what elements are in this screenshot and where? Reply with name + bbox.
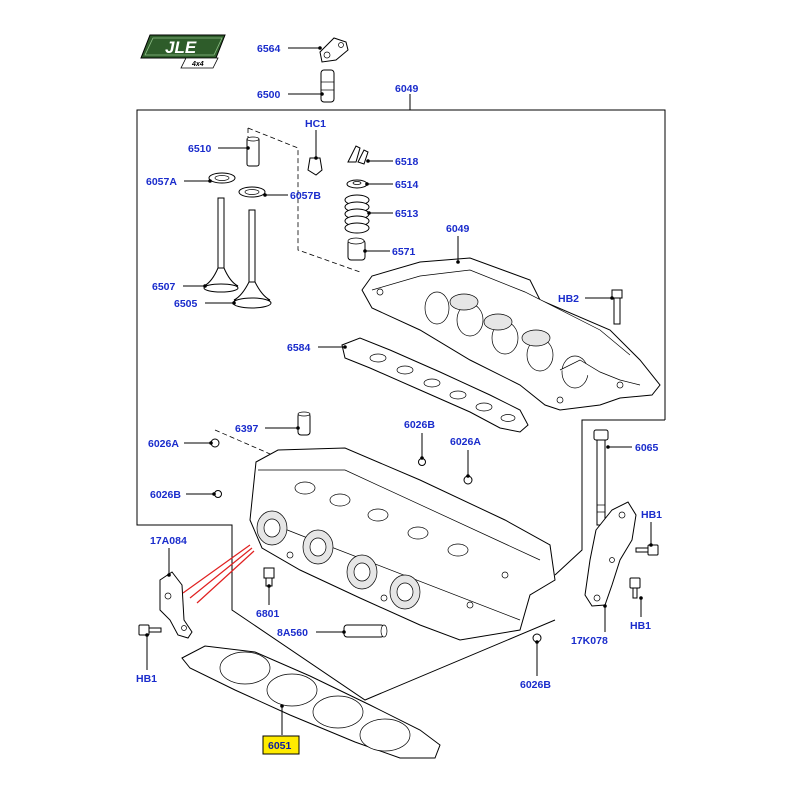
valve-seal-6057b (238, 186, 266, 198)
valve-stem-seal-6510 (246, 136, 260, 167)
dowel-6397 (297, 411, 311, 436)
label-6026b-top: 6026B (404, 419, 435, 431)
label-6026b-bottom: 6026B (520, 679, 551, 691)
label-6518: 6518 (395, 156, 419, 168)
bracket-17k078 (584, 501, 637, 607)
camshaft-carrier-6049 (361, 257, 661, 411)
part-labels: 6564 6500 6049 HC1 6510 6518 6057A 6514 … (136, 43, 662, 755)
label-6513: 6513 (395, 208, 419, 220)
label-6049-top: 6049 (395, 83, 419, 95)
label-6026b-left: 6026B (150, 489, 181, 501)
label-6514: 6514 (395, 179, 419, 191)
label-hb1-left: HB1 (136, 673, 157, 685)
bolt-hb1-left (138, 624, 162, 636)
logo-sub: 4x4 (191, 61, 204, 68)
logo-brand: JLE (165, 38, 197, 57)
bolt-hb2 (611, 289, 623, 325)
cam-carrier-gasket-6584 (341, 337, 529, 433)
label-hb1-upper-right: HB1 (641, 509, 662, 521)
label-6397: 6397 (235, 423, 259, 435)
label-6057a: 6057A (146, 176, 177, 188)
red-indicator-lines (182, 544, 255, 604)
label-8a560: 8A560 (277, 627, 308, 639)
bracket-17a084 (159, 571, 193, 639)
label-6065: 6065 (635, 442, 659, 454)
label-6584: 6584 (287, 342, 311, 354)
label-hc1: HC1 (305, 118, 326, 130)
label-6564: 6564 (257, 43, 281, 55)
label-hb2: HB2 (558, 293, 579, 305)
sensor-8a560 (343, 624, 388, 638)
intake-valve-6505 (232, 209, 272, 309)
valve-seal-6057a (208, 172, 236, 184)
label-17k078: 17K078 (571, 635, 608, 647)
clip-hc1 (307, 157, 323, 176)
label-17a084: 17A084 (150, 535, 187, 547)
head-gasket-6051 (181, 645, 441, 759)
label-6049-carrier: 6049 (446, 223, 470, 235)
head-bolt-6065 (593, 429, 609, 526)
label-6051-highlight (262, 735, 300, 755)
label-6510: 6510 (188, 143, 212, 155)
label-6026a-right: 6026A (450, 436, 481, 448)
valve-spring-6513 (344, 194, 370, 234)
bolt-hb1-lower-right (629, 577, 641, 599)
bolt-hb1-upper-right (635, 544, 659, 556)
label-6571: 6571 (392, 246, 416, 258)
label-6026a-left: 6026A (148, 438, 179, 450)
label-hb1-lower-right: HB1 (630, 620, 651, 632)
label-6057b: 6057B (290, 190, 321, 202)
leader-lines (145, 46, 653, 735)
label-6801: 6801 (256, 608, 280, 620)
jle-logo: JLE 4x4 (140, 34, 226, 69)
exhaust-valve-6507 (203, 197, 239, 293)
label-6500: 6500 (257, 89, 281, 101)
tappet-6500 (320, 69, 335, 103)
label-6051: 6051 (268, 740, 292, 752)
valvetrain-dash-box (247, 127, 361, 273)
cylinder-head (249, 447, 556, 641)
sensor-6801 (263, 567, 275, 587)
label-6507: 6507 (152, 281, 176, 293)
spring-seat-6571 (347, 237, 366, 261)
rocker-arm-6564 (319, 37, 349, 63)
spring-retainer-6514 (346, 179, 368, 189)
collets-6518 (347, 145, 369, 165)
label-6505: 6505 (174, 298, 198, 310)
